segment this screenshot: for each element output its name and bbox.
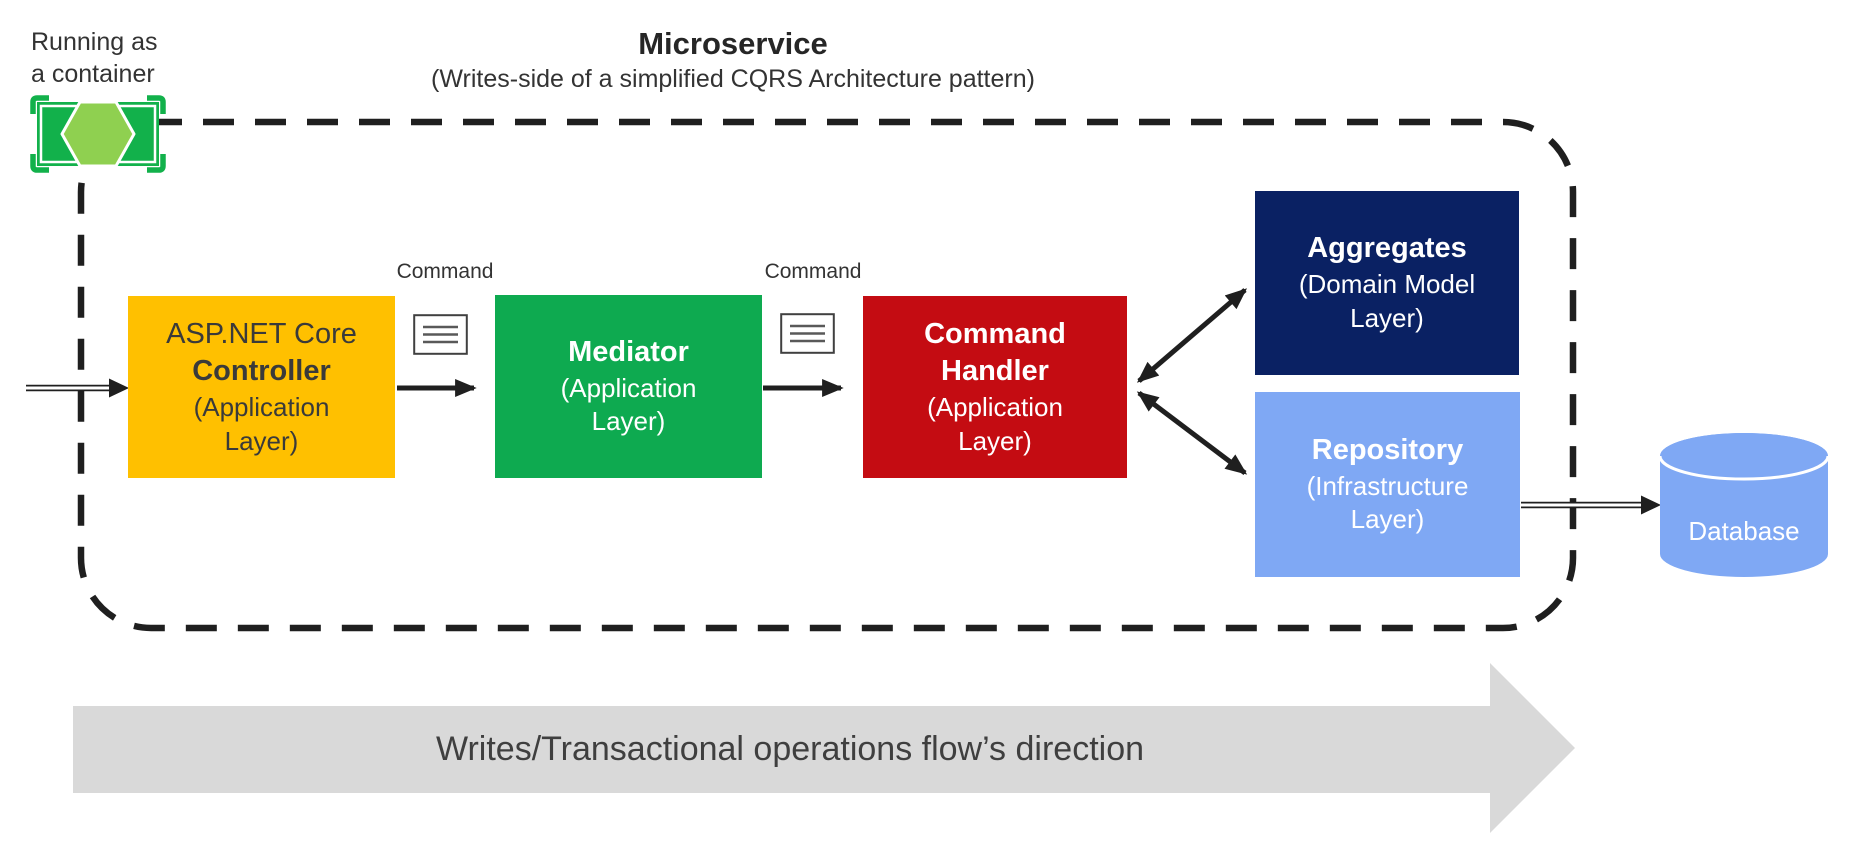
box-repository: Repository (Infrastructure Layer) xyxy=(1255,392,1520,577)
flow-direction-label: Writes/Transactional operations flow’s d… xyxy=(435,730,1145,768)
aggregates-name: Aggregates xyxy=(1307,232,1467,265)
mediator-name: Mediator xyxy=(568,335,689,368)
arrow-handler-repository xyxy=(1136,391,1248,475)
controller-layer: (Application Layer) xyxy=(193,391,330,456)
database-label: Database xyxy=(1688,516,1799,546)
arrow-handler-aggregates xyxy=(1136,288,1248,383)
repository-name: Repository xyxy=(1311,433,1464,466)
incoming-request-arrow xyxy=(26,378,129,398)
command-label-1: Command xyxy=(396,260,494,283)
box-command-handler: Command Handler (Application Layer) xyxy=(863,296,1127,478)
repository-layer: (Infrastructure Layer) xyxy=(1306,470,1469,535)
diagram-title: Microservice xyxy=(638,26,828,61)
box-mediator: Mediator (Application Layer) xyxy=(495,295,762,478)
command-message-icon xyxy=(413,314,468,355)
repository-to-database-arrow xyxy=(1521,495,1661,515)
command-message-icon xyxy=(780,313,835,354)
aggregates-layer: (Domain Model Layer) xyxy=(1298,269,1476,333)
box-aspnet-controller: ASP.NET Core Controller (Application Lay… xyxy=(128,296,395,478)
command-handler-name: Command Handler xyxy=(924,317,1066,388)
header: Microservice (Writes-side of a simplifie… xyxy=(333,26,1133,94)
container-icon xyxy=(30,95,166,173)
diagram-subtitle: (Writes-side of a simplified CQRS Archit… xyxy=(431,65,1035,93)
database-cylinder-icon: Database xyxy=(1660,433,1828,577)
command-handler-layer: (Application Layer) xyxy=(927,391,1063,456)
running-as-container-label: Running as a container xyxy=(31,26,157,90)
controller-prefix: ASP.NET Core xyxy=(166,317,357,350)
controller-name: Controller xyxy=(192,355,331,388)
running-label-line1: Running as xyxy=(31,28,158,56)
command-label-2: Command xyxy=(764,260,862,283)
box-aggregates: Aggregates (Domain Model Layer) xyxy=(1255,191,1519,375)
mediator-layer: (Application Layer) xyxy=(560,372,697,437)
running-label-line2: a container xyxy=(31,60,155,88)
hexagon-icon xyxy=(60,100,136,168)
